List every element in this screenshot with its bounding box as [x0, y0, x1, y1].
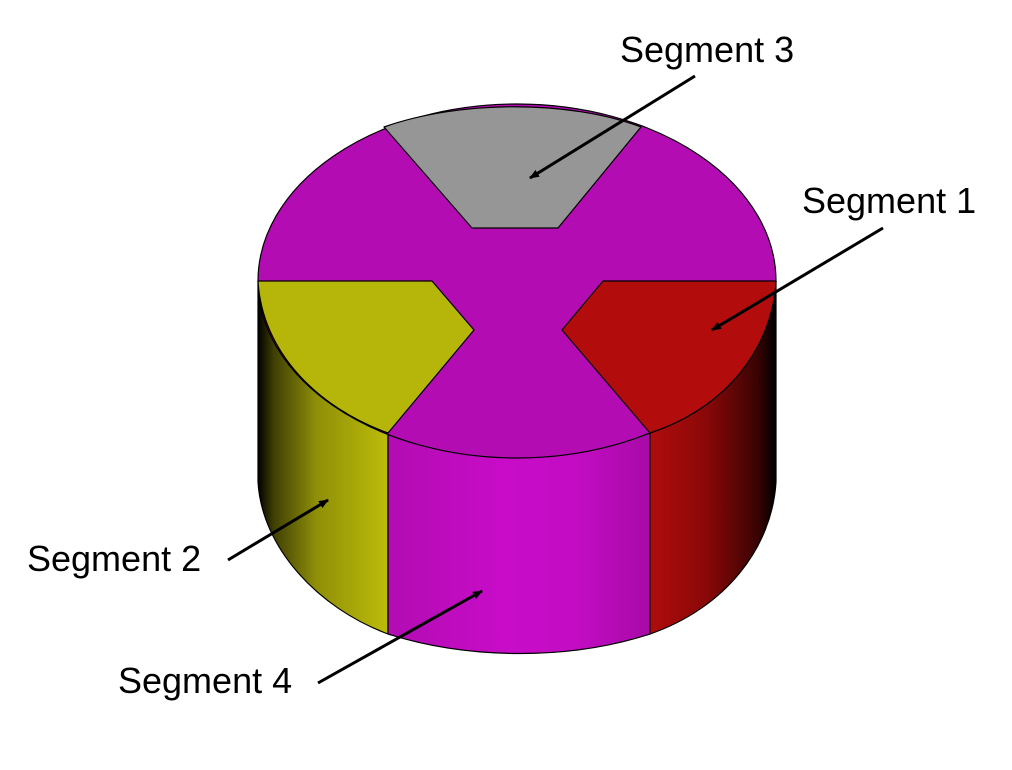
cylinder-top — [257, 103, 777, 459]
top-face-segment-1 — [561, 280, 777, 434]
arrow-segment-1 — [711, 226, 884, 332]
label-segment-2-group: Segment 2 — [27, 498, 329, 579]
label-segment-3: Segment 3 — [620, 29, 794, 70]
label-segment-1: Segment 1 — [802, 180, 976, 221]
arrow-segment-2 — [227, 498, 329, 562]
arrow-segment-4 — [317, 589, 483, 685]
arrow-segment-3 — [529, 74, 696, 180]
cylinder-side — [257, 280, 777, 655]
label-segment-3-group: Segment 3 — [529, 29, 794, 180]
label-segment-4-group: Segment 4 — [118, 589, 483, 701]
top-face-segment-3 — [383, 106, 642, 229]
label-segment-2: Segment 2 — [27, 538, 201, 579]
label-segment-1-group: Segment 1 — [711, 180, 976, 332]
label-segment-4: Segment 4 — [118, 660, 292, 701]
top-face-segment-2 — [257, 280, 475, 434]
